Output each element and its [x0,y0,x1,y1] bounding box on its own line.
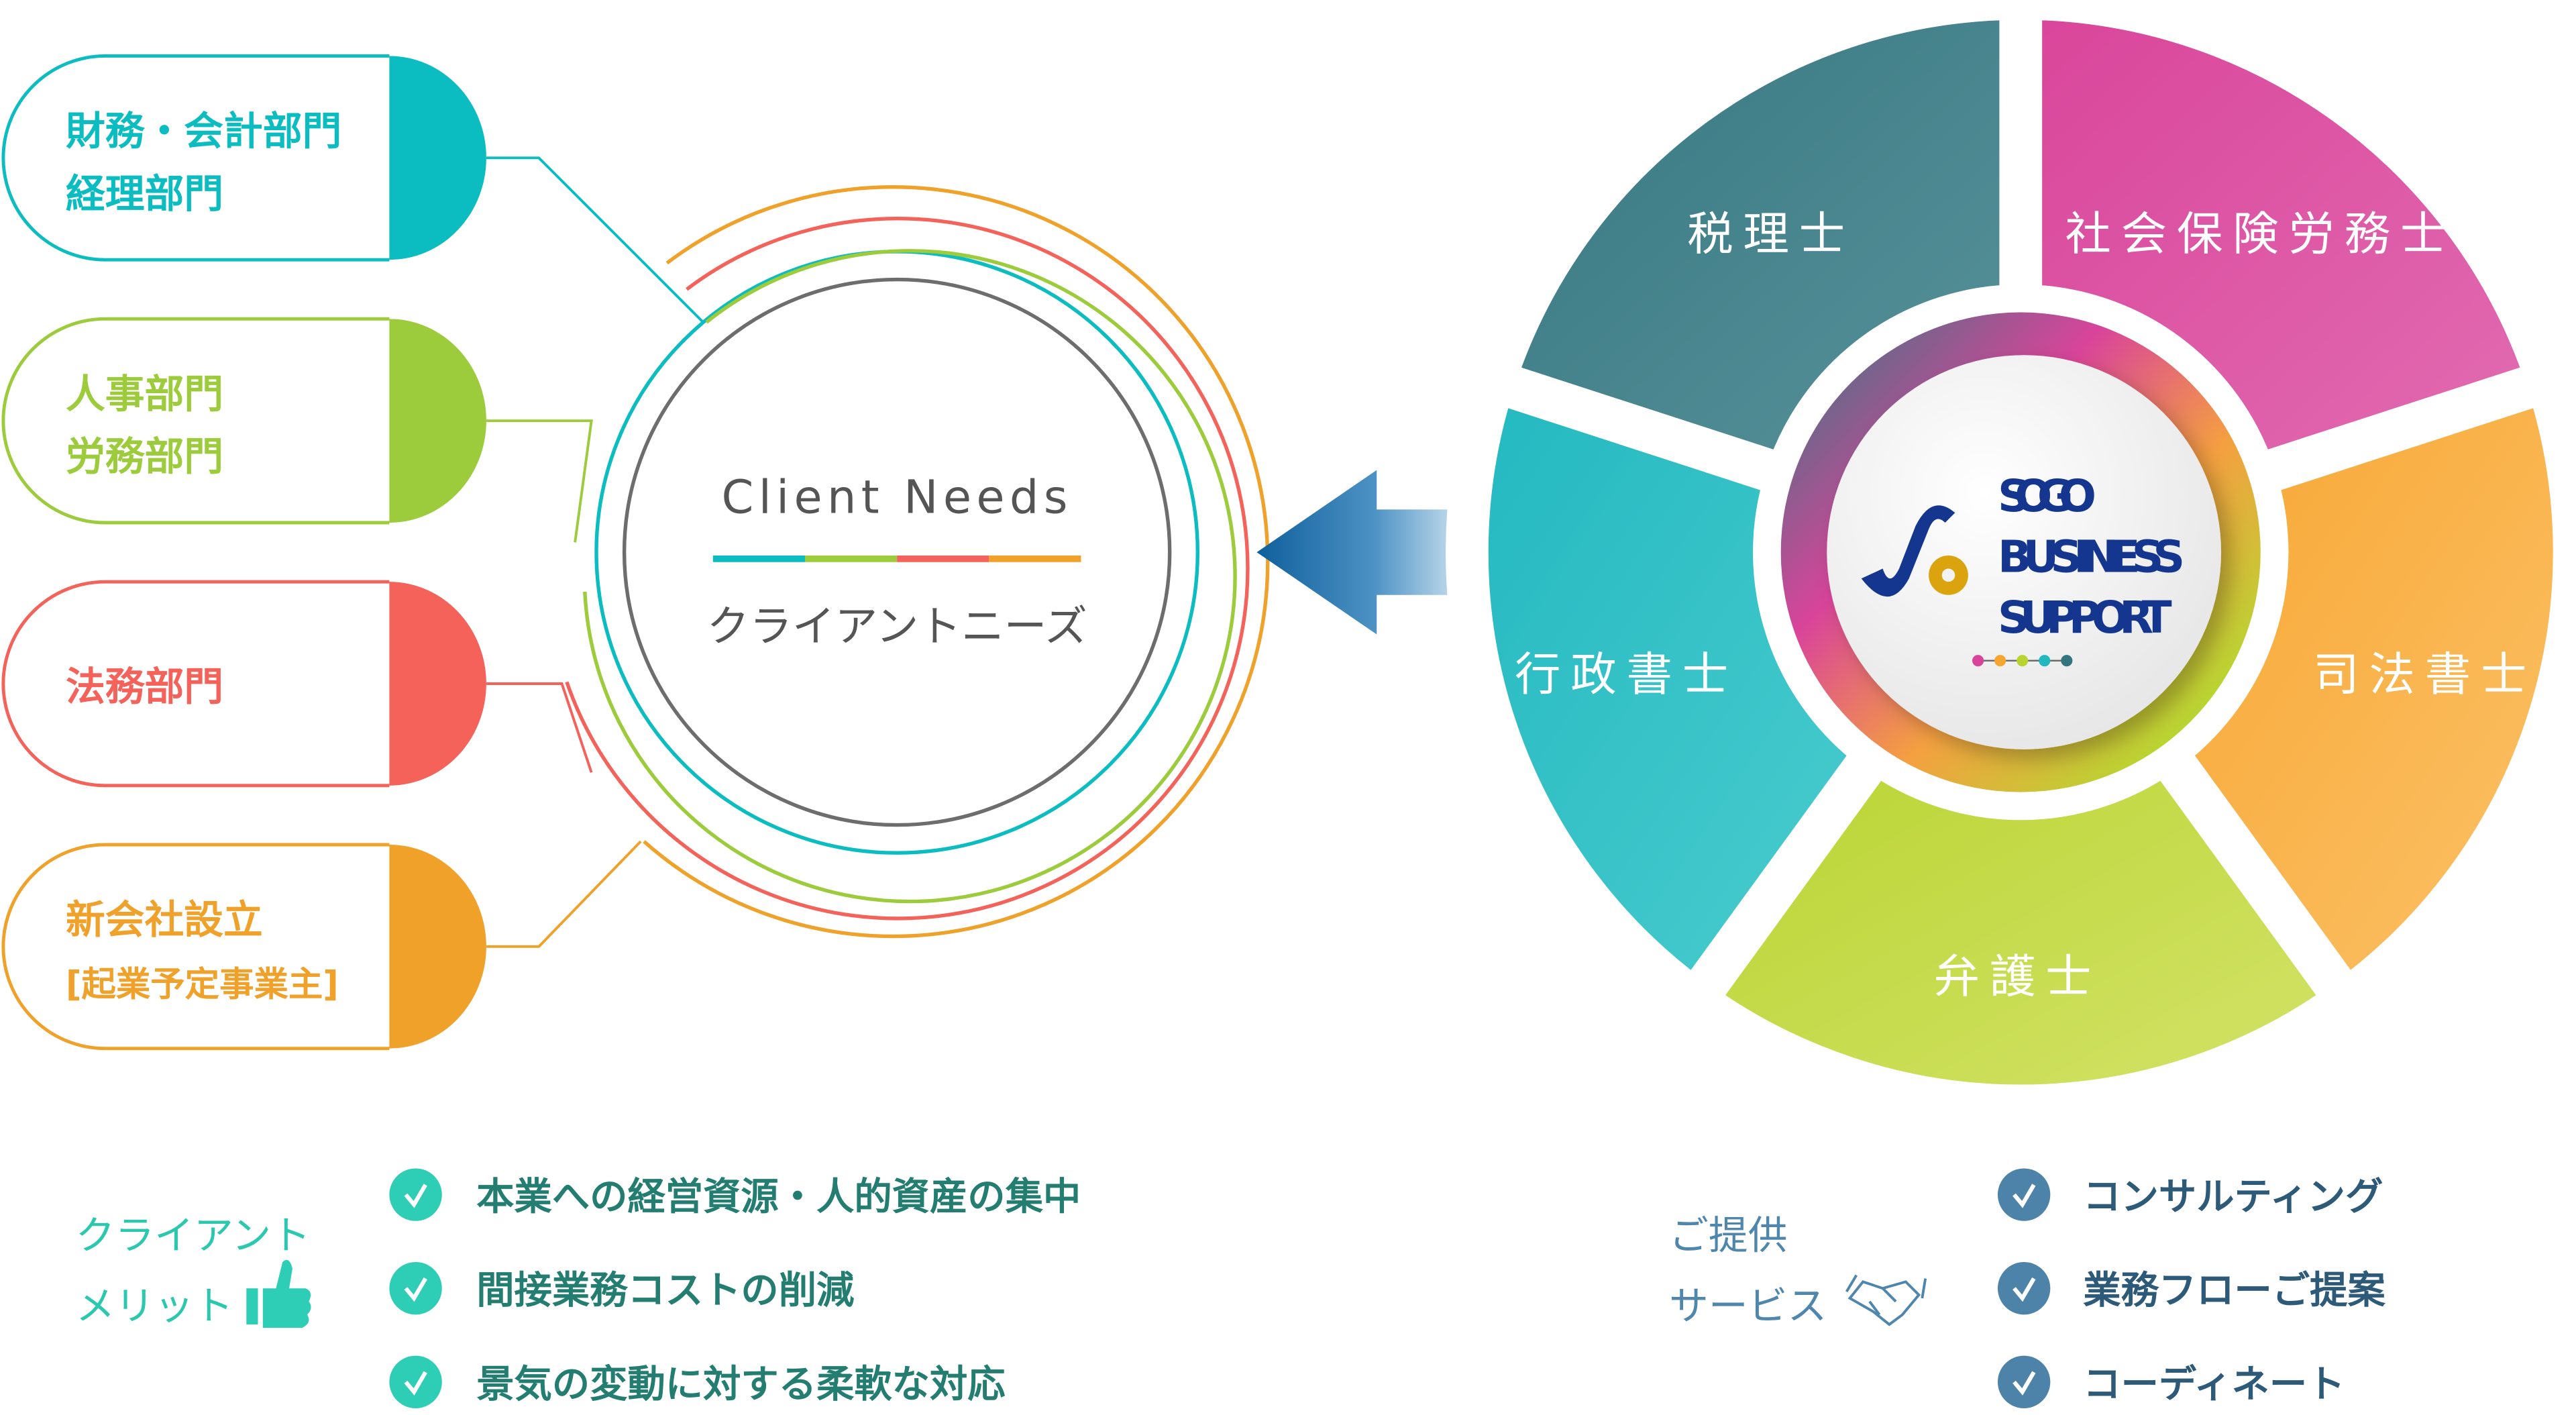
service-item: コーディネート [1997,1355,2345,1408]
department-pill-new-company: 新会社設立 [起業予定事業主] [1,843,486,1051]
merit-item-label: 間接業務コストの削減 [476,1269,854,1312]
segment-label: 社会保険労務士 [2065,207,2456,261]
merit-title-line-2: メリット [76,1283,233,1329]
department-label: 財務・会計部門 [66,108,341,154]
checkmark-icon [2012,1277,2036,1302]
logo-dot [2039,655,2051,667]
service-item-label: 業務フローご提案 [2083,1269,2385,1312]
wheel-segment: 司法書士 [2135,354,2576,1031]
department-label: 新会社設立 [66,896,263,943]
segment-shape [1467,0,2043,503]
checkmark-icon [404,1277,427,1302]
logo-mark-s [1861,505,1955,597]
wheel-segment: 行政書士 [1446,354,1906,1031]
check-circle-icon [389,1355,442,1408]
client-needs-rings [565,185,1270,939]
services-title-line-2: サービス [1669,1283,1827,1329]
checkmark-icon [2012,1184,2036,1208]
ring-gray [622,277,1172,827]
client-needs-title-ja: クライアントニーズ [707,602,1087,651]
wheel-segment: 社会保険労務士 [1999,0,2575,503]
department-label: 経理部門 [66,170,223,217]
sogo-logo: SOGO BUSINESS SUPPORT [1861,470,2185,667]
checkmark-icon [404,1371,427,1396]
client-needs-color-bar [712,555,1081,562]
segment-label: 行政書士 [1515,648,1738,702]
pill-outline [1,317,390,525]
segment-label: 税理士 [1687,207,1855,261]
segment-shape [1665,721,2376,1128]
merit-item: 景気の変動に対する柔軟な対応 [389,1355,1006,1408]
segment-label: 司法書士 [2313,648,2536,702]
pill-outline [1,580,390,788]
thumbs-up-icon [246,1259,311,1328]
logo-dot [1994,655,2006,667]
check-circle-icon [1997,1262,2051,1315]
service-item-label: コーディネート [2083,1363,2345,1406]
ring-orange [643,185,1270,939]
logo-dot [2061,655,2073,667]
checkmark-icon [404,1184,427,1208]
logo-line-1: SOGO [1998,470,2096,522]
connector-lines [486,156,704,948]
client-needs-title-en: Client Needs [721,470,1072,524]
merit-item-label: 景気の変動に対する柔軟な対応 [476,1363,1005,1406]
check-circle-icon [389,1262,442,1315]
segment-shape [2135,354,2576,1031]
wheel-segment: 税理士 [1467,0,2043,503]
connector-legal [486,682,593,773]
check-circle-icon [389,1168,442,1221]
checkmark-icon [2012,1371,2036,1396]
pill-cap [389,844,486,1049]
merit-title-line-1: クライアント [76,1212,311,1258]
department-pill-legal: 法務部門 [1,580,486,788]
check-circle-icon [1997,1355,2051,1408]
services-title-line-1: ご提供 [1669,1212,1787,1258]
merit-item-label: 本業への経営資源・人的資産の集中 [476,1175,1081,1219]
service-item: コンサルティング [1997,1168,2383,1221]
arrow-left-icon [1256,470,1470,635]
segment-label: 弁護士 [1933,950,2101,1004]
logo-dots [1972,655,2073,667]
pill-outline [1,843,390,1051]
connector-finance [486,156,704,323]
logo-dot [1972,655,1984,667]
wheel-segment: 弁護士 [1665,721,2376,1128]
pill-cap [389,582,486,786]
service-item-label: コンサルティング [2083,1175,2383,1219]
pill-cap [389,56,486,260]
department-label: 人事部門 [66,371,223,417]
handshake-icon [1845,1274,1927,1326]
service-item: 業務フローご提案 [1997,1262,2385,1315]
segment-shape [1999,0,2575,503]
department-label: [起業予定事業主] [66,964,339,1004]
merit-item: 本業への経営資源・人的資産の集中 [389,1168,1081,1221]
connector-hr [486,419,593,543]
department-label: 法務部門 [66,663,223,709]
ring-red [565,216,1250,921]
segment-shape [1446,354,1906,1031]
department-label: 労務部門 [66,433,223,480]
client-merit-section: クライアント メリット 本業への経営資源・人的資産の集中間接業務コストの削減景気… [76,1168,1081,1408]
logo-dot [2017,655,2029,667]
connector-startup [486,840,642,948]
pill-cap [389,319,486,523]
merit-item: 間接業務コストの削減 [389,1262,854,1315]
logo-line-2: BUSINESS [1998,531,2185,582]
logo-plate [1827,355,2222,749]
logo-line-3: SUPPORT [1998,592,2172,643]
ring-teal [594,250,1199,855]
ring-green [583,249,1237,904]
check-circle-icon [1997,1168,2051,1221]
pill-outline [1,54,390,262]
